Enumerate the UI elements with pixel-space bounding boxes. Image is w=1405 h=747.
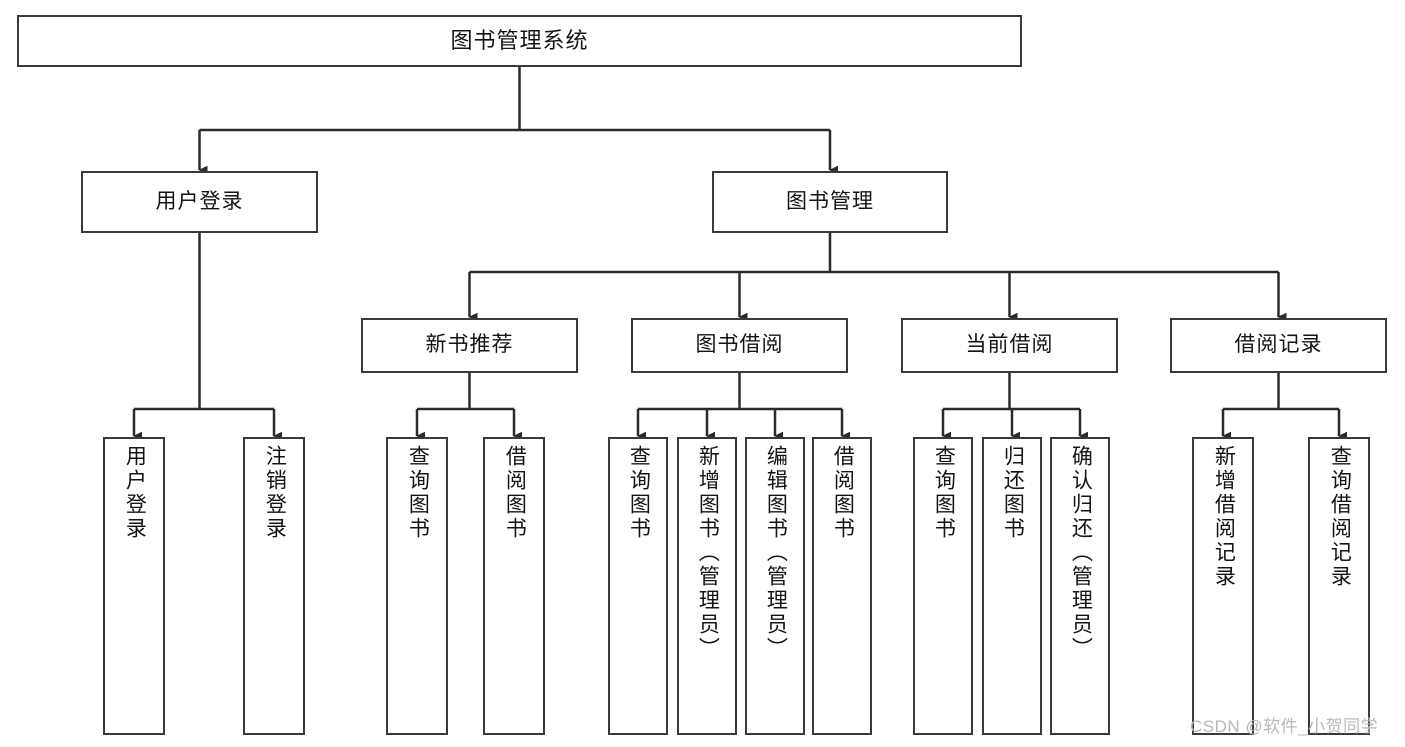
node-label: 借阅图书 bbox=[503, 445, 527, 541]
node-leaf-8[interactable]: 借阅图书 bbox=[812, 437, 872, 735]
node-label: 用户登录 bbox=[155, 189, 244, 213]
node-label: 图书管理 bbox=[786, 189, 874, 213]
node-label: 编辑图书（管理员） bbox=[764, 445, 788, 661]
node-leaf-12[interactable]: 新增借阅记录 bbox=[1192, 437, 1254, 735]
node-leaf-3[interactable]: 查询图书 bbox=[386, 437, 448, 735]
node-leaf-10[interactable]: 归还图书 bbox=[982, 437, 1042, 735]
node-label: 新书推荐 bbox=[425, 333, 514, 357]
node-label: 借阅记录 bbox=[1234, 333, 1323, 357]
node-label: 图书借阅 bbox=[695, 333, 784, 357]
node-label: 归还图书 bbox=[1001, 445, 1025, 541]
node-label: 新增图书（管理员） bbox=[696, 445, 720, 661]
node-leaf-11[interactable]: 确认归还（管理员） bbox=[1050, 437, 1110, 735]
node-root[interactable]: 图书管理系统 bbox=[17, 15, 1022, 67]
node-leaf-7[interactable]: 编辑图书（管理员） bbox=[745, 437, 805, 735]
node-borrow-record[interactable]: 借阅记录 bbox=[1170, 318, 1387, 373]
node-label: 注销登录 bbox=[263, 445, 287, 541]
node-label: 确认归还（管理员） bbox=[1069, 445, 1093, 661]
node-book-borrow[interactable]: 图书借阅 bbox=[631, 318, 848, 373]
node-leaf-6[interactable]: 新增图书（管理员） bbox=[677, 437, 737, 735]
connector-lines bbox=[132, 67, 1347, 441]
node-leaf-2[interactable]: 注销登录 bbox=[243, 437, 305, 735]
node-book-manage[interactable]: 图书管理 bbox=[712, 171, 948, 233]
node-label: 查询图书 bbox=[406, 445, 430, 541]
node-label: 新增借阅记录 bbox=[1212, 445, 1236, 589]
node-leaf-5[interactable]: 查询图书 bbox=[608, 437, 668, 735]
node-new-book-rec[interactable]: 新书推荐 bbox=[361, 318, 578, 373]
node-leaf-1[interactable]: 用户登录 bbox=[103, 437, 165, 735]
node-leaf-9[interactable]: 查询图书 bbox=[913, 437, 973, 735]
node-label: 借阅图书 bbox=[831, 445, 855, 541]
node-label: 当前借阅 bbox=[965, 333, 1054, 357]
node-current-borrow[interactable]: 当前借阅 bbox=[901, 318, 1118, 373]
node-leaf-13[interactable]: 查询借阅记录 bbox=[1308, 437, 1370, 735]
node-label: 查询借阅记录 bbox=[1328, 445, 1352, 589]
watermark-text: CSDN @软件_小贺同学 bbox=[1190, 717, 1379, 736]
node-label: 用户登录 bbox=[123, 445, 147, 541]
node-label: 查询图书 bbox=[932, 445, 956, 541]
node-user-login[interactable]: 用户登录 bbox=[81, 171, 318, 233]
node-label: 查询图书 bbox=[627, 445, 651, 541]
node-label: 图书管理系统 bbox=[450, 28, 589, 54]
node-leaf-4[interactable]: 借阅图书 bbox=[483, 437, 545, 735]
